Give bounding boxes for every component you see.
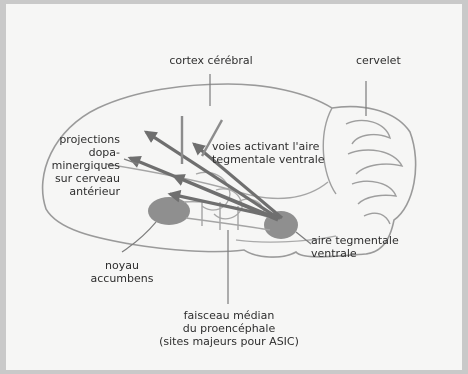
label-voies: voies activant l'aire tegmentale ventral… [212, 140, 325, 166]
label-projections: projections dopa- minergiques sur cervea… [34, 133, 120, 198]
cerebellum-folds [323, 108, 402, 224]
nucleus-accumbens [148, 197, 190, 225]
label-cortex: cortex cérébral [156, 54, 266, 67]
label-faisceau: faisceau médian du proencéphale (sites m… [134, 309, 324, 348]
label-vta: aire tegmentale ventrale [311, 234, 399, 260]
label-cervelet: cervelet [356, 54, 401, 67]
figure-frame: cortex cérébral cervelet projections dop… [6, 4, 462, 370]
vta-pointer [296, 232, 311, 244]
label-accumbens: noyau accumbens [82, 259, 162, 285]
